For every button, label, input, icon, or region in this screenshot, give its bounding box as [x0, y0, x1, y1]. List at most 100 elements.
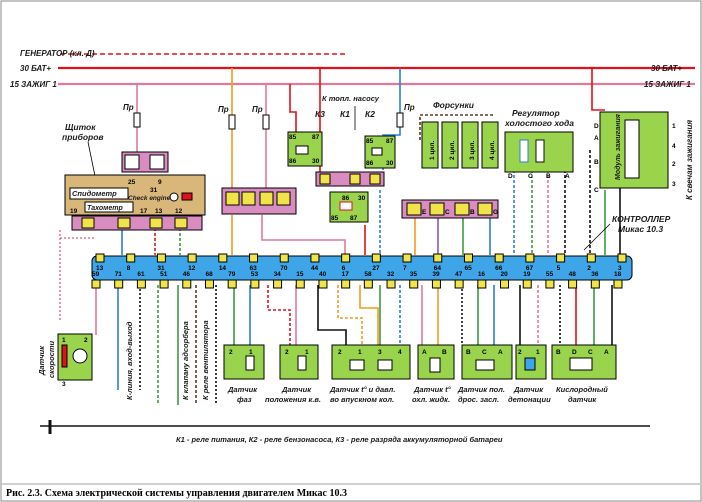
controller-pin-label: 63: [250, 265, 258, 272]
cluster-pin: 31: [150, 187, 158, 194]
tachometer-box: [84, 201, 134, 213]
sensor-pin: 2: [338, 349, 342, 356]
side-outputs: К-линия, вход-выход К клапану адсорбера …: [125, 320, 210, 400]
sensor-subtitle: датчик: [568, 395, 597, 404]
relay-pin: 85: [366, 138, 374, 145]
connector-cell: [174, 217, 188, 229]
sensor-element: [349, 359, 365, 371]
ignition-module-title: Модуль зажигания: [614, 114, 622, 180]
speedometer-box: [69, 187, 129, 200]
sensor-subtitle: охл. жидк.: [412, 395, 450, 404]
connector-cell: [406, 202, 422, 216]
k-line-label: К-линия, вход-выход: [125, 321, 134, 400]
sensor-subtitle: во впускном кол.: [330, 395, 394, 404]
controller-pin-label: 64: [434, 265, 442, 272]
controller-pin-socket: [556, 253, 566, 263]
injector-4: [481, 121, 499, 169]
connector-cell: [454, 202, 470, 216]
controller-pin-socket: [433, 253, 443, 263]
injector-pin: E: [422, 209, 427, 216]
stepper-coil: [535, 139, 545, 163]
sensor-subtitle: положения к.в.: [265, 395, 321, 404]
ignition-pin: 3: [672, 181, 676, 188]
leader-line: [87, 141, 96, 177]
ignition-pin: C: [594, 187, 599, 194]
controller-pin-label: 7: [403, 265, 407, 272]
controller-pin-label: 34: [274, 271, 282, 278]
controller-pin-socket: [402, 253, 412, 263]
wire: [337, 285, 363, 345]
sensors: 1 2 3 Датчик скорости 2 1 Датчик фаз 2 1…: [37, 333, 617, 404]
cluster-title-line2: приборов: [62, 132, 104, 142]
relay-pin: 30: [312, 158, 320, 165]
relay-k2-label: К2: [365, 109, 375, 119]
sensor-element: [475, 359, 495, 371]
injector-pin: G: [493, 209, 498, 216]
transistor-icon: [72, 348, 88, 364]
fuse: [262, 114, 270, 130]
controller-pin-label: 15: [296, 271, 304, 278]
controller-pin-label: 8: [127, 265, 131, 272]
connector-cell: [124, 154, 140, 170]
connector-cell: [241, 191, 256, 206]
ignition-label-right: 15 ЗАЖИГ 1: [644, 80, 691, 89]
controller-pin-socket: [386, 279, 396, 289]
ignition-pin: B: [594, 159, 599, 166]
injector-pin: B: [470, 209, 475, 216]
controller-pin-label: 58: [364, 271, 372, 278]
idle-regulator: Регулятор холостого хода D C B A: [504, 108, 574, 180]
sensor-pin: B: [442, 349, 447, 356]
controller-pin-socket: [617, 253, 627, 263]
sensor-pin: 1: [62, 337, 66, 344]
battery-lamp-icon: [181, 192, 193, 201]
controller-pin-label: 14: [219, 265, 227, 272]
injector-2: [441, 121, 459, 169]
sensor-title: Датчик t° и давл.: [329, 385, 395, 394]
controller-pin-socket: [568, 279, 578, 289]
fuse-label: Пр: [252, 105, 263, 114]
controller-pin-socket: [371, 253, 381, 263]
sensor-title: Датчик: [281, 385, 312, 394]
controller-pin-label: 53: [251, 271, 259, 278]
cluster-pin: 17: [140, 208, 148, 215]
controller-pin-socket: [187, 253, 197, 263]
controller-model: Микас 10.3: [618, 224, 663, 234]
controller-pin-label: 6: [342, 265, 346, 272]
idle-title-line1: Регулятор: [512, 108, 560, 118]
sensor-title: Кислородный: [556, 385, 608, 394]
power-rails: ГЕНЕРАТОР (кл. Д) 30 БАТ+ 30 БАТ+ 15 ЗАЖ…: [10, 49, 695, 89]
connector-cell: [117, 217, 131, 229]
generator-label: ГЕНЕРАТОР (кл. Д): [20, 49, 95, 58]
relay-pin: 86: [289, 158, 297, 165]
ignition-pin: 4: [672, 143, 676, 150]
map-sensor: [331, 344, 411, 380]
relay-coil: [339, 201, 353, 211]
sensor-pin: 1: [305, 349, 309, 356]
controller-pin-socket: [249, 253, 259, 263]
injector-1: [421, 121, 439, 169]
controller-pin-label: 20: [501, 271, 509, 278]
injector-cyl-label: 4 цил.: [489, 140, 496, 160]
check-engine-label: Check engine: [128, 195, 171, 202]
leader-line: [583, 223, 611, 251]
sensor-title: Датчик t°: [413, 385, 452, 394]
controller-pin-socket: [477, 279, 487, 289]
cluster-connector: [71, 215, 203, 231]
cluster-pin: 25: [128, 179, 136, 186]
controller-pin-label: 35: [410, 271, 418, 278]
controller-pin-socket: [522, 279, 532, 289]
battery-label-left: 30 БАТ+: [20, 64, 51, 73]
controller-pin-socket: [463, 253, 473, 263]
controller-pin-label: 68: [205, 271, 213, 278]
relay-pin: 85: [331, 215, 339, 222]
sensor-pin: 2: [518, 349, 522, 356]
controller-pin-socket: [613, 279, 623, 289]
ignition-module: Модуль зажигания К свечам зажигания D A …: [594, 111, 694, 200]
cluster-pin: 12: [175, 208, 183, 215]
fuse: [228, 114, 236, 130]
idle-title-line2: холостого хода: [504, 118, 574, 128]
fuse-label: Пр: [404, 103, 415, 112]
